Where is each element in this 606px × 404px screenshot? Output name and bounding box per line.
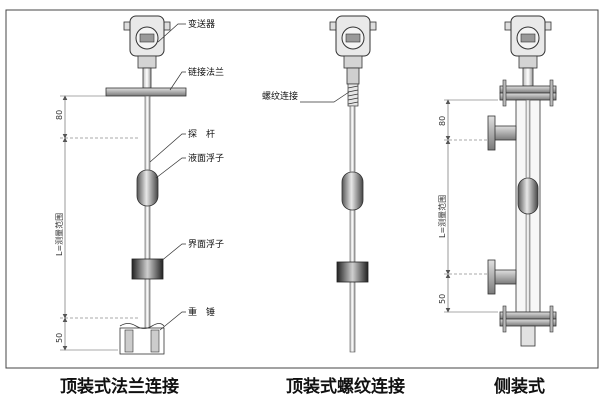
label-interface-float: 界面浮子	[188, 238, 224, 250]
dim-80-left: 80	[55, 110, 64, 120]
label-liquid-float: 液面浮子	[188, 152, 224, 164]
probe-rod-2	[349, 105, 356, 353]
chain-flange-1	[105, 87, 187, 97]
dim-range-left: L=测量范围	[54, 213, 64, 256]
liquid-float-2	[341, 171, 364, 211]
dim-50-left: 50	[55, 333, 64, 343]
outer-frame	[5, 9, 599, 369]
gauge-side: 80 L=测量范围 50	[437, 15, 557, 347]
drain-3	[520, 325, 536, 347]
thread-connection-2	[347, 83, 359, 107]
dimension-lines-1	[60, 95, 140, 351]
dim-80-right: 80	[438, 116, 447, 126]
float-3	[517, 177, 539, 215]
caption-top-thread: 顶装式螺纹连接	[286, 377, 405, 397]
dim-range-right: L=测量范围	[437, 195, 447, 238]
leader-thread	[300, 91, 350, 103]
lower-nozzle-3	[487, 259, 517, 295]
transmitter-head-3	[504, 15, 552, 87]
gauge-top-flange: 80 L=测量范围 50 变送器 链接法兰 探 杆 液面浮子 界面浮子 重 锤	[54, 15, 224, 355]
probe-rod-1	[144, 95, 151, 329]
label-probe: 探 杆	[188, 128, 215, 140]
label-weight: 重 锤	[188, 306, 215, 318]
gauge-top-thread: 螺纹连接	[262, 15, 377, 353]
transmitter-head-2	[329, 15, 377, 85]
caption-side: 侧装式	[494, 377, 545, 397]
caption-top-flange: 顶装式法兰连接	[60, 377, 179, 397]
bottom-flange-3	[499, 311, 557, 320]
upper-nozzle-3	[487, 115, 517, 151]
label-transmitter: 变送器	[188, 18, 215, 30]
label-thread-connection: 螺纹连接	[262, 90, 298, 102]
weight-1	[119, 323, 165, 355]
top-flange-3	[499, 85, 557, 94]
leader-lines-1	[149, 23, 186, 331]
dimension-lines-3	[444, 99, 498, 313]
transmitter-head-1	[123, 15, 171, 89]
interface-float-1	[131, 258, 164, 280]
dim-50-right: 50	[438, 294, 447, 304]
liquid-float-1	[136, 169, 159, 207]
label-chain-flange: 链接法兰	[188, 66, 224, 78]
interface-float-2	[336, 261, 369, 283]
